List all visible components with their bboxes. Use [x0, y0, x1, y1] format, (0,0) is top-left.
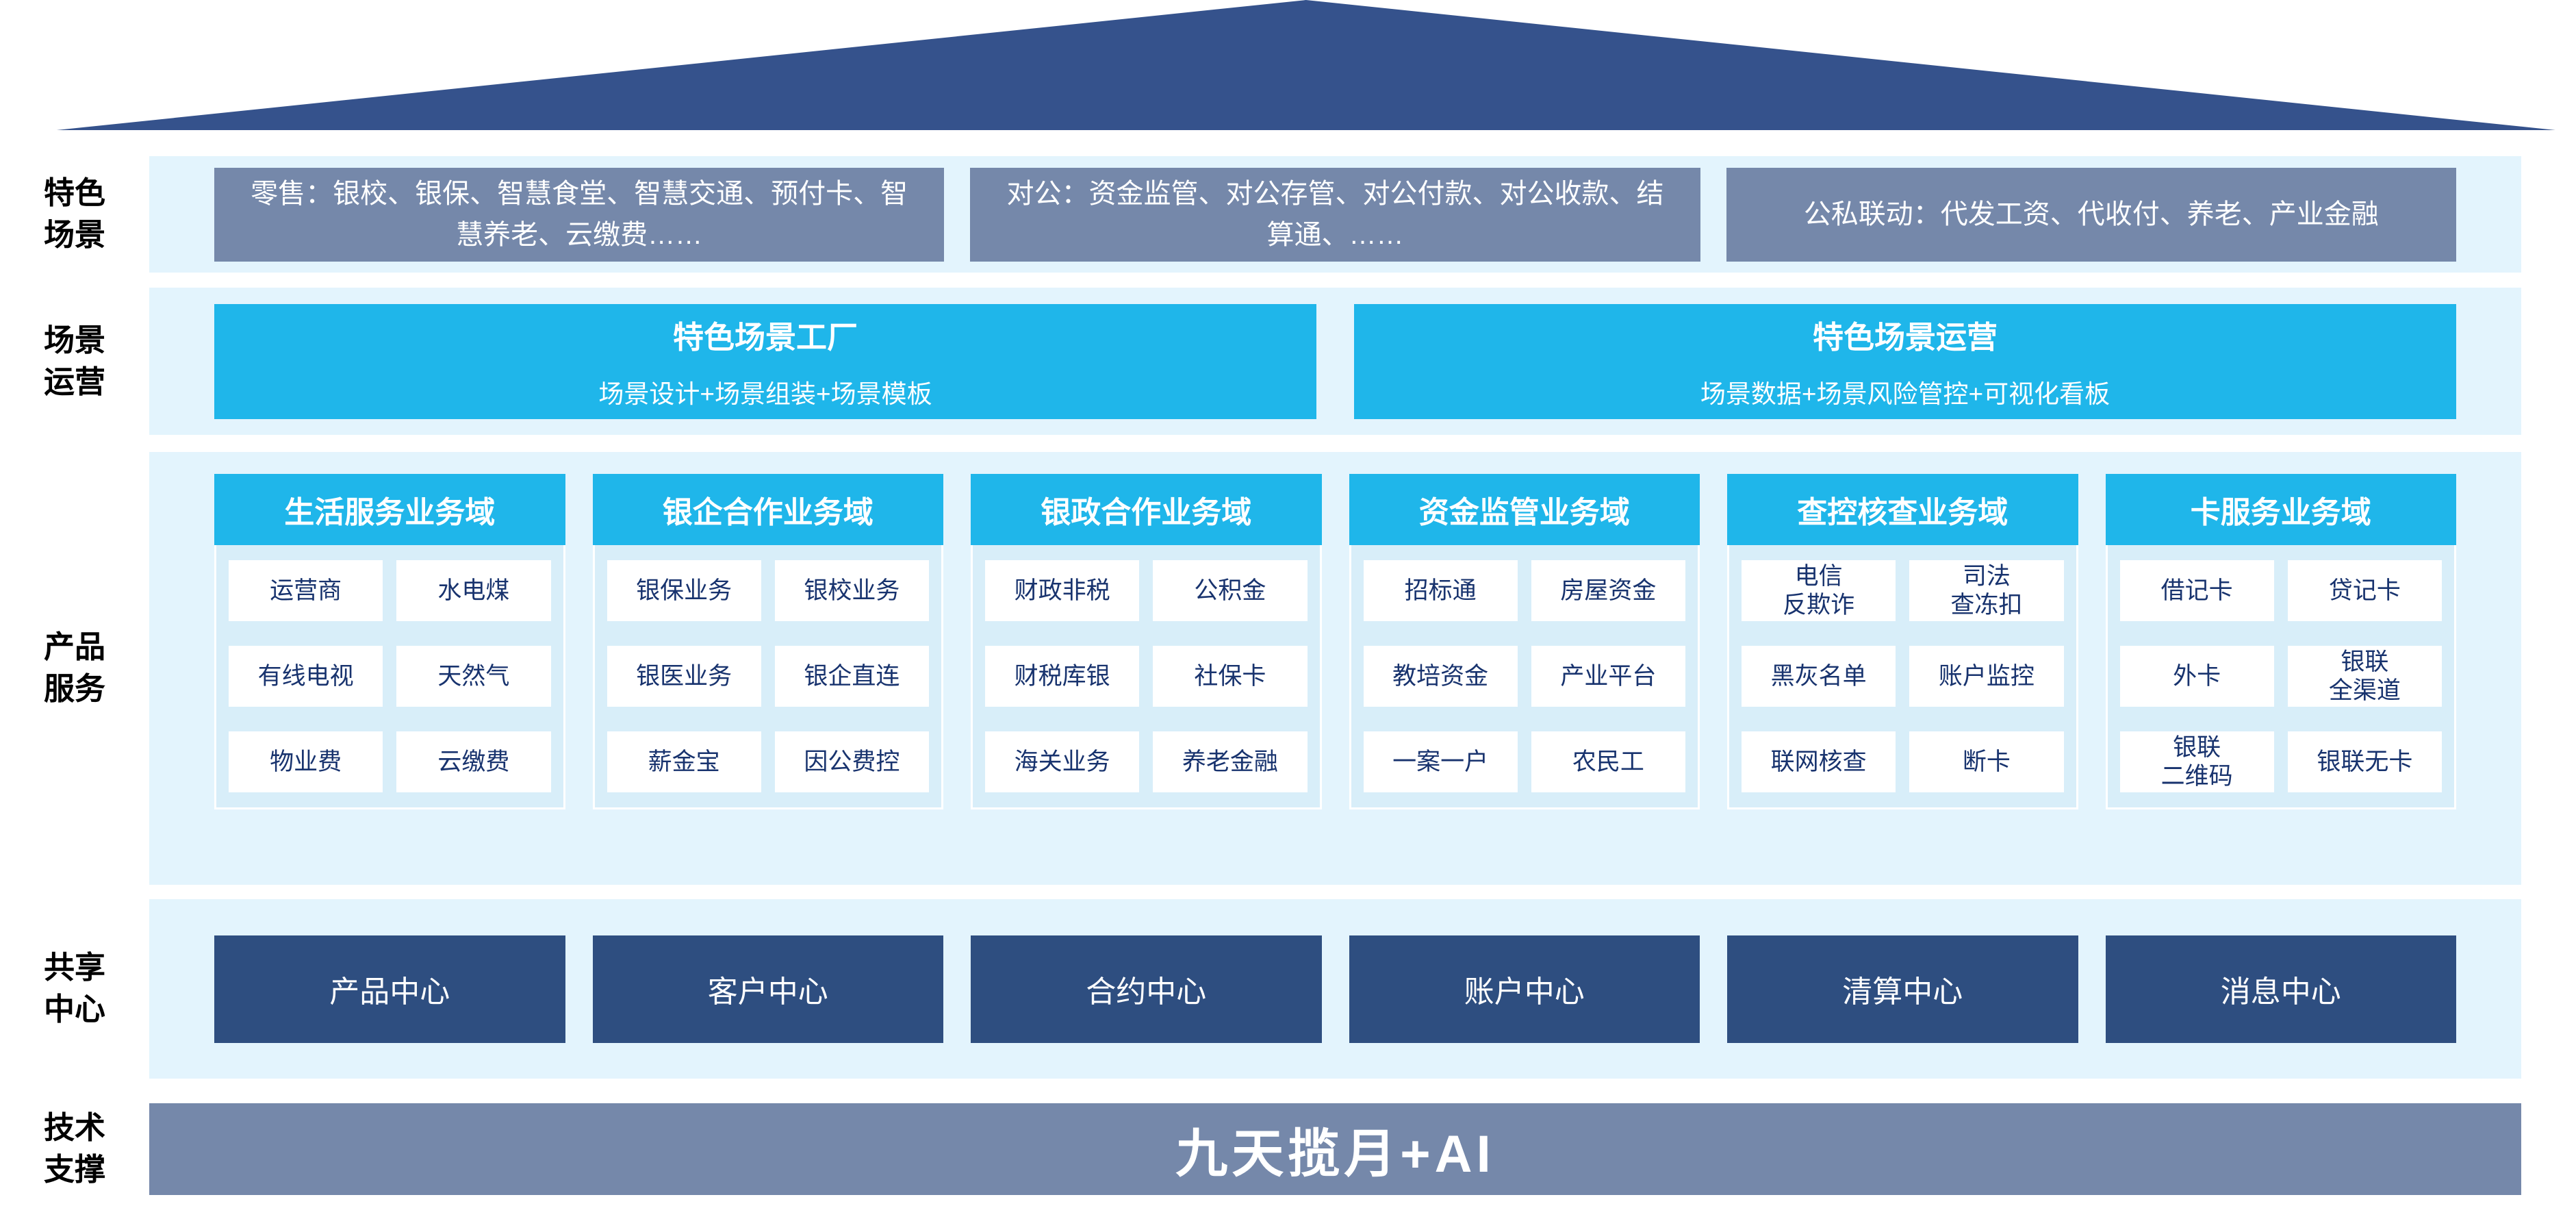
domain-card-body: 银保业务 银校业务 银医业务 银企直连 薪金宝 因公费控	[592, 545, 943, 809]
product-services-band: 生活服务业务域 运营商 水电煤 有线电视 天然气 物业费 云缴费 银企合作业务域…	[149, 452, 2521, 885]
domain-card-body: 招标通 房屋资金 教培资金 产业平台 一案一户 农民工	[1349, 545, 1700, 809]
domain-card-body: 电信 反欺诈 司法 查冻扣 黑灰名单 账户监控 联网核查 断卡	[1727, 545, 2078, 809]
panel-title: 特色场景工厂	[672, 320, 858, 355]
domain-cell: 社保卡	[1153, 646, 1308, 707]
domain-card-inspection-verification: 查控核查业务域 电信 反欺诈 司法 查冻扣 黑灰名单 账户监控 联网核查 断卡	[1727, 474, 2078, 809]
domain-cell: 贷记卡	[2287, 560, 2442, 621]
domain-card-title: 银企合作业务域	[592, 474, 943, 545]
tech-support-bar: 九天揽月+AI	[149, 1103, 2521, 1195]
domain-cell: 司法 查冻扣	[1909, 560, 2064, 621]
center-box-account: 账户中心	[1349, 935, 1700, 1043]
roof-shape	[56, 0, 2555, 130]
domain-cell: 产业平台	[1531, 646, 1685, 707]
row-label-featured-scenes: 特色 场景	[43, 175, 105, 252]
domain-cell: 财税库银	[985, 646, 1140, 707]
domain-cell: 联网核查	[1742, 731, 1896, 792]
domain-card-title: 生活服务业务域	[214, 474, 565, 545]
center-box-product: 产品中心	[214, 935, 565, 1043]
domain-cell: 银联 全渠道	[2287, 646, 2442, 707]
domain-cell: 一案一户	[1363, 731, 1518, 792]
domain-cell: 电信 反欺诈	[1742, 560, 1896, 621]
scene-box-corporate: 对公：资金监管、对公存管、对公付款、对公收款、结算通、……	[970, 167, 1700, 262]
domain-card-body: 财政非税 公积金 财税库银 社保卡 海关业务 养老金融	[971, 545, 1322, 809]
domain-cell: 有线电视	[229, 646, 383, 707]
domain-cell: 因公费控	[774, 731, 929, 792]
domain-cell: 教培资金	[1363, 646, 1518, 707]
domain-card-card-services: 卡服务业务域 借记卡 贷记卡 外卡 银联 全渠道 银联 二维码 银联无卡	[2105, 474, 2456, 809]
domain-cell: 外卡	[2119, 646, 2274, 707]
panel-title: 特色场景运营	[1812, 320, 1998, 355]
domain-cell: 银校业务	[774, 560, 929, 621]
panel-scene-factory: 特色场景工厂 场景设计+场景组装+场景模板	[214, 303, 1316, 419]
domain-cell: 水电煤	[396, 560, 551, 621]
domain-cell: 房屋资金	[1531, 560, 1685, 621]
domain-card-life-services: 生活服务业务域 运营商 水电煤 有线电视 天然气 物业费 云缴费	[214, 474, 565, 809]
domain-cell: 银保业务	[607, 560, 761, 621]
scene-operations-band: 特色场景工厂 场景设计+场景组装+场景模板 特色场景运营 场景数据+场景风险管控…	[149, 288, 2521, 435]
row-label-scene-operations: 场景 运营	[43, 322, 105, 399]
domain-card-body: 借记卡 贷记卡 外卡 银联 全渠道 银联 二维码 银联无卡	[2105, 545, 2456, 809]
domain-cell: 招标通	[1363, 560, 1518, 621]
domain-cell: 财政非税	[985, 560, 1140, 621]
featured-scenes-band: 零售：银校、银保、智慧食堂、智慧交通、预付卡、智慧养老、云缴费…… 对公：资金监…	[149, 156, 2521, 273]
domain-cell: 银联 二维码	[2119, 731, 2274, 792]
domain-cell: 运营商	[229, 560, 383, 621]
domain-card-title: 资金监管业务域	[1349, 474, 1700, 545]
center-box-clearing: 清算中心	[1727, 935, 2078, 1043]
row-label-product-services: 产品 服务	[43, 629, 105, 706]
scene-box-retail: 零售：银校、银保、智慧食堂、智慧交通、预付卡、智慧养老、云缴费……	[214, 167, 945, 262]
domain-cell: 农民工	[1531, 731, 1685, 792]
domain-cell: 云缴费	[396, 731, 551, 792]
domain-cell: 养老金融	[1153, 731, 1308, 792]
panel-scene-operations: 特色场景运营 场景数据+场景风险管控+可视化看板	[1354, 303, 2456, 419]
domain-cell: 银企直连	[774, 646, 929, 707]
domain-card-bank-enterprise: 银企合作业务域 银保业务 银校业务 银医业务 银企直连 薪金宝 因公费控	[592, 474, 943, 809]
domain-card-title: 查控核查业务域	[1727, 474, 2078, 545]
center-box-message: 消息中心	[2105, 935, 2456, 1043]
domain-cell: 银联无卡	[2287, 731, 2442, 792]
domain-cell: 物业费	[229, 731, 383, 792]
shared-centers-band: 产品中心 客户中心 合约中心 账户中心 清算中心 消息中心	[149, 899, 2521, 1079]
domain-cell: 公积金	[1153, 560, 1308, 621]
domain-card-bank-government: 银政合作业务域 财政非税 公积金 财税库银 社保卡 海关业务 养老金融	[971, 474, 1322, 809]
center-box-customer: 客户中心	[592, 935, 943, 1043]
row-label-shared-centers: 共享 中心	[43, 950, 105, 1027]
panel-subtitle: 场景设计+场景组装+场景模板	[598, 380, 932, 408]
domain-card-body: 运营商 水电煤 有线电视 天然气 物业费 云缴费	[214, 545, 565, 809]
domain-cell: 借记卡	[2119, 560, 2274, 621]
domain-card-title: 银政合作业务域	[971, 474, 1322, 545]
domain-cell: 薪金宝	[607, 731, 761, 792]
center-box-contract: 合约中心	[971, 935, 1322, 1043]
panel-subtitle: 场景数据+场景风险管控+可视化看板	[1700, 380, 2110, 408]
domain-cell: 海关业务	[985, 731, 1140, 792]
domain-cell: 天然气	[396, 646, 551, 707]
scene-box-public-private: 公私联动：代发工资、代收付、养老、产业金融	[1726, 167, 2456, 262]
domain-card-title: 卡服务业务域	[2105, 474, 2456, 545]
domain-cell: 银医业务	[607, 646, 761, 707]
domain-card-fund-supervision: 资金监管业务域 招标通 房屋资金 教培资金 产业平台 一案一户 农民工	[1349, 474, 1700, 809]
domain-cell: 账户监控	[1909, 646, 2064, 707]
domain-cell: 黑灰名单	[1742, 646, 1896, 707]
domain-cell: 断卡	[1909, 731, 2064, 792]
row-label-tech-support: 技术 支撑	[43, 1110, 105, 1187]
